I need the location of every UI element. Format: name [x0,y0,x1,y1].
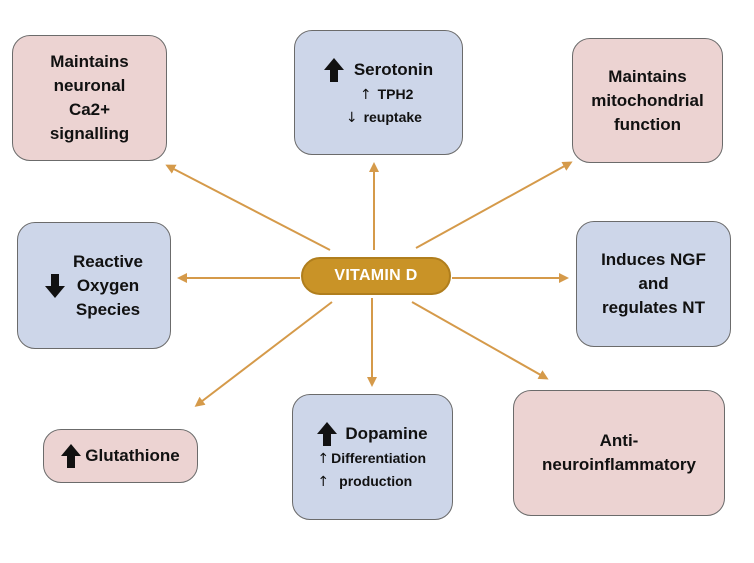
node-calcium-line-2: neuronal [53,76,126,95]
node-ros-line-2: Oxygen [76,275,140,295]
node-ngf: Induces NGF and regulates NT [576,221,731,347]
arrow-to-glutathione [194,301,333,407]
node-dopamine: Dopamine ↑Differentiation ↑ production [292,394,453,520]
node-glutathione: Glutathione [43,429,198,483]
node-reactive-oxygen-species: Reactive Oxygen Species [17,222,171,349]
dopamine-differentiation: Differentiation [331,450,427,466]
node-ngf-line-2: and [638,274,669,293]
node-ros-line-1: Reactive [73,251,143,271]
arrow-up-icon [317,422,338,446]
node-calcium-line-1: Maintains [50,52,129,71]
node-ros-line-3: Species [75,299,141,319]
serotonin-title: Serotonin [353,59,434,79]
serotonin-tph2: TPH2 [377,85,414,102]
arrow-up-icon [323,57,344,82]
arrow-to-mitochondrial [415,161,573,249]
vitamin-d-center: VITAMIN D [301,257,451,295]
arrow-to-anti-inflammatory [411,301,549,380]
arrow-down-icon: ↓ [345,109,358,126]
node-mitochondrial-line-3: function [613,114,682,134]
arrow-down-icon [45,273,66,298]
node-anti-line-2: neuroinflammatory [542,455,696,474]
node-calcium-line-3: Ca2+ [68,100,111,119]
dopamine-title: Dopamine [345,424,428,443]
node-anti-neuroinflammatory: Anti- neuroinflammatory [513,390,725,516]
serotonin-reuptake: reuptake [363,108,422,125]
arrow-up-icon: ↑ [317,474,330,490]
node-ngf-line-1: Induces NGF [601,250,706,269]
node-mitochondrial-line-2: mitochondrial [591,90,704,110]
glutathione-label: Glutathione [85,446,180,465]
node-serotonin: Serotonin ↑ TPH2 ↓ reuptake [294,30,463,155]
node-anti-line-1: Anti- [599,431,639,450]
node-ngf-line-3: regulates NT [602,298,705,317]
node-calcium-signalling: Maintains neuronal Ca2+ signalling [12,35,167,161]
arrow-up-icon [61,444,82,468]
node-calcium-line-4: signalling [49,124,130,143]
arrow-up-icon: ↑ [359,86,372,103]
arrow-to-calcium [165,164,331,251]
node-mitochondrial-line-1: Maintains [608,66,687,86]
arrow-up-icon: ↑ [317,451,330,467]
dopamine-production: production [339,473,413,489]
node-mitochondrial-function: Maintains mitochondrial function [572,38,723,163]
